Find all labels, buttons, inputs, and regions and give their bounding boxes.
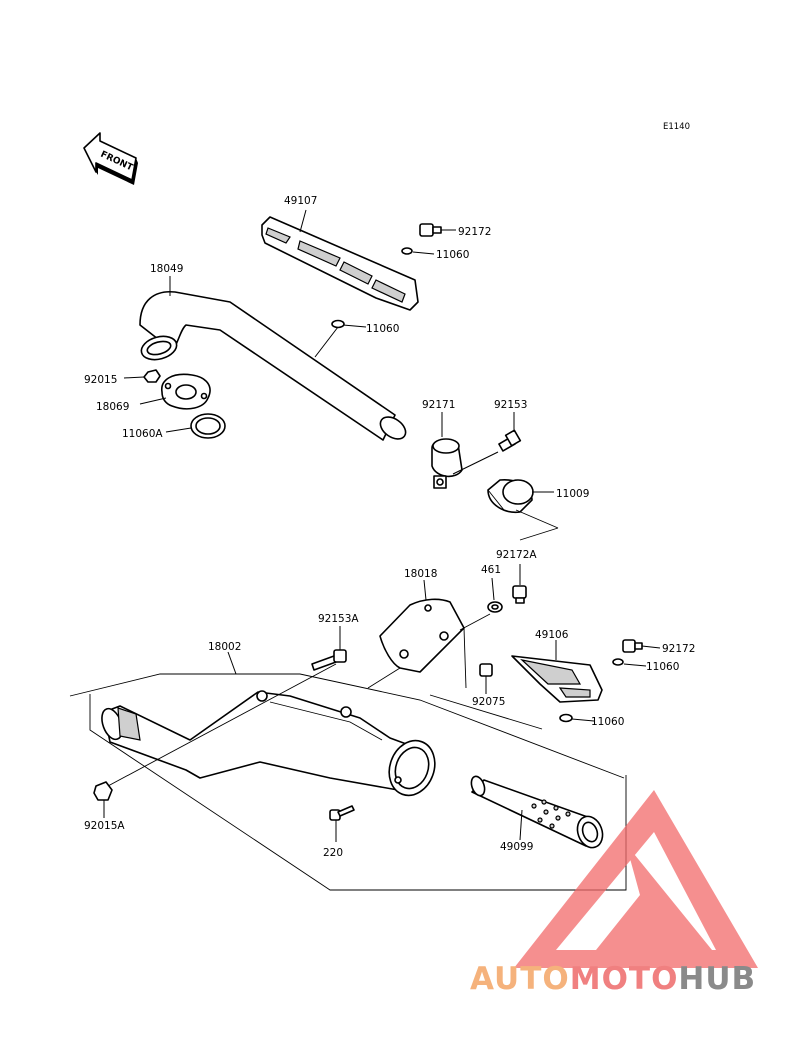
label-92172-top: 92172 xyxy=(458,226,491,238)
label-11060-c: 11060 xyxy=(646,661,679,673)
label-461: 461 xyxy=(481,564,501,576)
part-11009-gasket xyxy=(487,479,534,514)
part-11060-washer-b xyxy=(331,319,345,329)
label-49099: 49099 xyxy=(500,841,533,853)
part-92171-clamp xyxy=(431,438,463,489)
label-49107: 49107 xyxy=(284,195,317,207)
label-11060-d: 11060 xyxy=(591,716,624,728)
diagram-code: E1140 xyxy=(663,122,690,132)
front-arrow-icon: FRONT xyxy=(83,132,138,185)
part-49099-spark-arrestor xyxy=(470,775,604,849)
label-92153A: 92153A xyxy=(318,613,359,625)
part-18018-bracket xyxy=(379,598,465,673)
part-461-washer xyxy=(487,601,503,613)
label-11009: 11009 xyxy=(556,488,589,500)
part-18069-flange xyxy=(161,373,211,410)
label-220: 220 xyxy=(323,847,343,859)
label-18018: 18018 xyxy=(404,568,437,580)
label-18002: 18002 xyxy=(208,641,241,653)
watermark-triangle-logo xyxy=(514,790,758,968)
label-49106: 49106 xyxy=(535,629,569,641)
label-11060-a: 11060 xyxy=(436,249,469,261)
label-92171: 92171 xyxy=(422,399,455,411)
part-92153-bolt xyxy=(498,429,522,452)
label-92172-mid: 92172 xyxy=(662,643,695,655)
part-220-screw xyxy=(329,805,355,821)
part-18049-header-pipe xyxy=(139,291,407,441)
part-92172A-bolt xyxy=(512,585,527,604)
part-92075-collar xyxy=(479,663,493,677)
label-92153: 92153 xyxy=(494,399,527,411)
part-11060A-gasket xyxy=(190,413,226,439)
label-92172A: 92172A xyxy=(496,549,537,561)
watermark-part-1: AUTO xyxy=(470,961,570,997)
label-92015: 92015 xyxy=(84,374,117,386)
watermark-part-2: MOTO xyxy=(569,961,679,997)
part-49107-heat-guard xyxy=(261,216,419,311)
part-11060-washer-a xyxy=(401,247,413,255)
part-11060-washer-d xyxy=(559,713,573,723)
part-18002-muffler xyxy=(101,690,436,797)
watermark-part-3: HUB xyxy=(678,961,757,997)
part-49106-heat-guard xyxy=(511,655,603,703)
label-11060A: 11060A xyxy=(122,428,163,440)
part-11060-washer-c xyxy=(612,658,624,666)
part-92172-mid-bolt xyxy=(622,639,643,653)
label-92075: 92075 xyxy=(472,696,505,708)
part-92015A-nut xyxy=(93,781,113,801)
label-18049: 18049 xyxy=(150,263,183,275)
watermark-text: AUTOMOTOHUB xyxy=(470,961,756,997)
label-18069: 18069 xyxy=(96,401,129,413)
label-92015A: 92015A xyxy=(84,820,125,832)
part-92172-top-bolt xyxy=(419,223,442,237)
part-92015-nut xyxy=(143,369,161,383)
part-92153A-bolt xyxy=(311,649,347,671)
label-11060-b: 11060 xyxy=(366,323,399,335)
